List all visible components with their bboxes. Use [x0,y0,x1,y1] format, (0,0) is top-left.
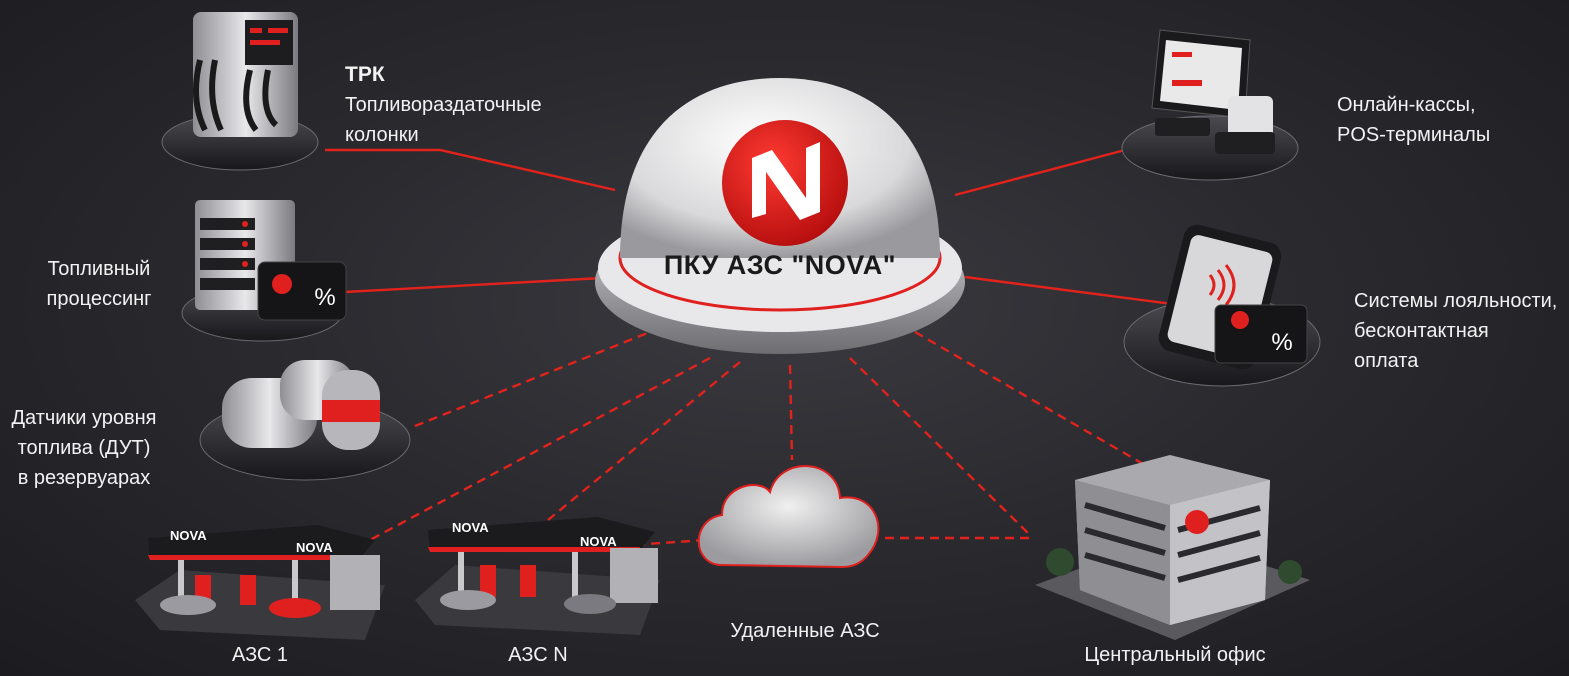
office-label: Центральный офис [1084,644,1266,666]
line-station1 [354,356,711,550]
line-processing [344,276,603,294]
canopy-brand-1: NOVA [170,528,207,543]
line-cloud [788,364,794,461]
line-office-top [914,330,1146,467]
stationN-label: АЗС N [508,644,568,666]
hub-title: ПКУ АЗС "NOVA" [663,250,897,280]
sensors-line2: топлива (ДУТ) [17,437,151,459]
sensors-line3: в резервуарах [17,467,151,489]
processing-line2: процессинг [46,288,152,310]
svg-text:NOVA: NOVA [580,534,617,549]
trk-title: ТРК [345,63,385,86]
trk-line1: Топливораздаточные [345,94,542,116]
fuel-dispenser-icon [161,12,319,171]
fuel-tank-icon [199,360,411,481]
pos-line1: Онлайн-кассы, [1337,94,1476,116]
nova-logo-icon [722,120,848,246]
smartphone-nfc-icon: % [1123,224,1321,387]
line-stationN [547,361,741,521]
cloud-label: Удаленные АЗС [730,620,880,642]
gas-station-icon: NOVA NOVA [135,525,385,640]
hub [595,78,965,354]
sensors-label: Датчики уровня топлива (ДУТ) в резервуар… [0,403,168,493]
gas-station-icon: NOVA NOVA [415,517,660,635]
loyalty-label: Системы лояльности, бесконтактная оплата [1354,286,1557,376]
station1-label: АЗС 1 [231,644,289,666]
pos-terminal-icon [1121,29,1299,181]
loyalty-line3: оплата [1354,350,1419,372]
line-trk [325,148,616,192]
line-loyalty [964,275,1181,307]
loyalty-line1: Системы лояльности, [1354,290,1558,312]
svg-text:NOVA: NOVA [452,520,489,535]
loyalty-line2: бесконтактная [1354,320,1489,342]
svg-text:%: % [1271,329,1292,356]
pos-line2: POS-терминалы [1337,124,1491,146]
solid-connections [325,148,1181,307]
line-office-hub [849,357,1031,536]
svg-text:%: % [314,284,335,311]
cloud-icon [697,465,880,569]
server-rack-icon: % [181,200,347,342]
trk-line2: колонки [345,124,419,146]
trk-label: ТРК Топливораздаточные колонки [345,60,542,150]
processing-label: Топливный процессинг [14,254,184,314]
pos-label: Онлайн-кассы, POS-терминалы [1337,90,1490,150]
sensors-line1: Датчики уровня [11,407,157,429]
svg-text:NOVA: NOVA [296,540,333,555]
office-building-icon [1035,455,1310,640]
processing-line1: Топливный [47,258,151,280]
dashed-connections [354,326,1146,550]
line-sensors [409,326,661,430]
line-pos [954,148,1126,197]
